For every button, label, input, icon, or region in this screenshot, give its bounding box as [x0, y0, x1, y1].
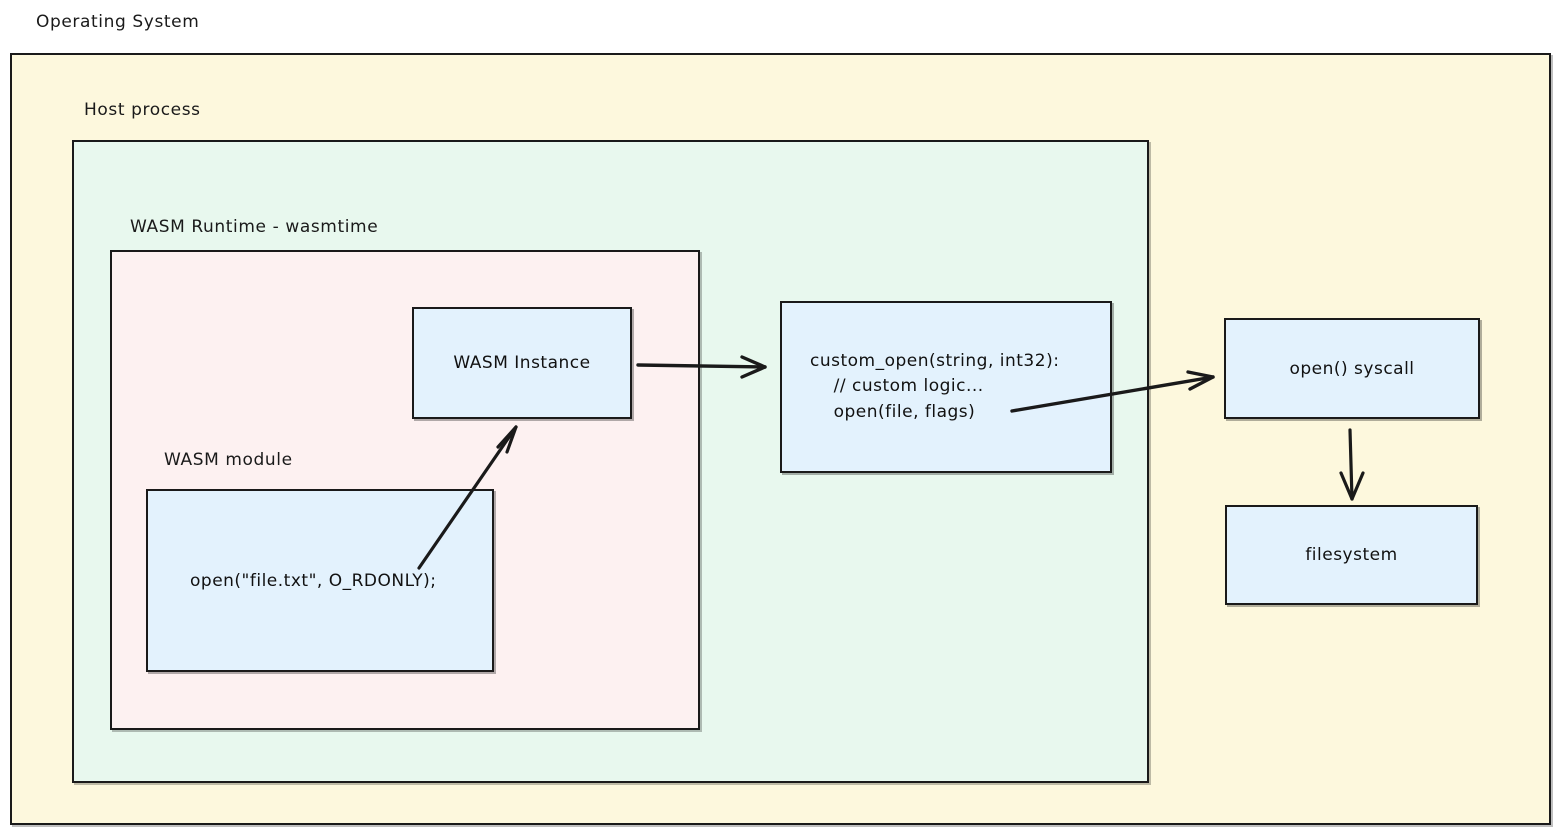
- host-process-label: Host process: [84, 100, 201, 120]
- custom-open-text: custom_open(string, int32): // custom lo…: [810, 351, 1060, 422]
- filesystem-text: filesystem: [1305, 545, 1398, 565]
- operating-system-label: Operating System: [36, 12, 200, 32]
- custom-open-node[interactable]: custom_open(string, int32): // custom lo…: [780, 301, 1112, 473]
- wasm-module-code-text: open("file.txt", O_RDONLY);: [190, 570, 437, 591]
- wasm-module-code-node[interactable]: open("file.txt", O_RDONLY);: [146, 489, 494, 672]
- open-syscall-text: open() syscall: [1289, 358, 1415, 379]
- wasm-instance-node[interactable]: WASM Instance: [412, 307, 632, 419]
- wasm-runtime-label: WASM Runtime - wasmtime: [130, 217, 379, 237]
- filesystem-node[interactable]: filesystem: [1225, 505, 1478, 605]
- wasm-instance-text: WASM Instance: [453, 353, 591, 373]
- wasm-module-label: WASM module: [164, 450, 293, 470]
- open-syscall-node[interactable]: open() syscall: [1224, 318, 1480, 419]
